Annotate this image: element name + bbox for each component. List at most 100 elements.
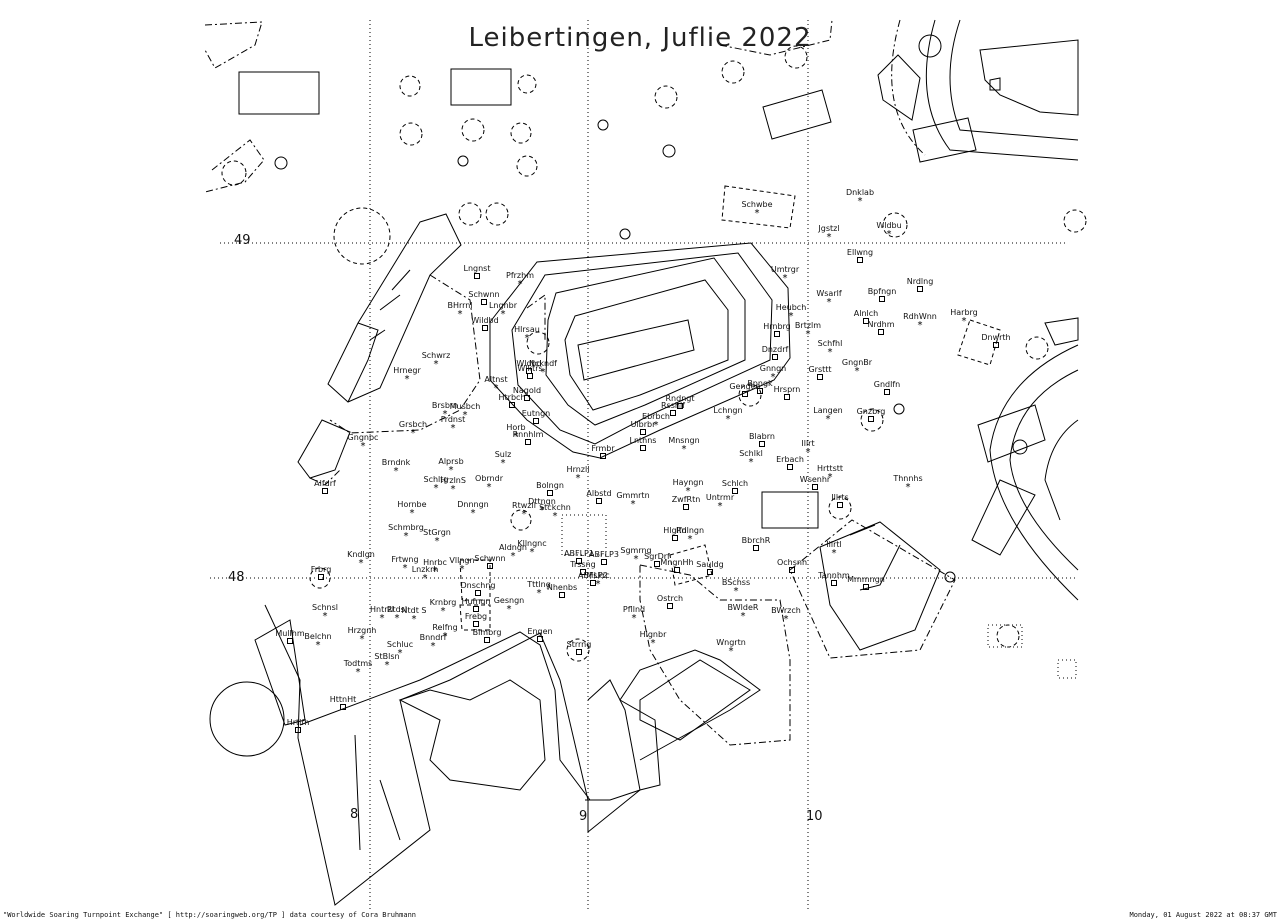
turnpoint-marker[interactable]: Lngnst <box>464 264 491 279</box>
turnpoint-marker[interactable]: *Stckchn <box>539 503 571 522</box>
turnpoint-marker[interactable]: *Heubch <box>776 303 807 322</box>
turnpoint-marker[interactable]: *Wsarlf <box>816 289 841 308</box>
turnpoint-marker[interactable]: Strrng <box>567 640 592 655</box>
turnpoint-marker[interactable]: *Kndlgn <box>347 550 375 569</box>
turnpoint-marker[interactable]: Wsenhr <box>800 475 831 490</box>
turnpoint-marker[interactable]: *Brtzlm <box>795 321 821 340</box>
turnpoint-marker[interactable]: *Schnsl <box>312 603 338 622</box>
turnpoint-marker[interactable]: *Hlrsau <box>514 325 540 344</box>
turnpoint-marker[interactable]: *Wldbu <box>876 221 901 240</box>
turnpoint-marker[interactable]: *Rtwzll <box>512 501 536 520</box>
turnpoint-marker[interactable]: *Relfng <box>432 623 457 642</box>
turnpoint-marker[interactable]: *Wngrtn <box>716 638 746 657</box>
turnpoint-marker[interactable]: Hufngn <box>461 597 491 612</box>
turnpoint-marker[interactable]: *Pfllnd <box>623 605 645 624</box>
turnpoint-marker[interactable]: *Hrnegr <box>393 366 421 385</box>
turnpoint-marker[interactable]: *Horb <box>506 423 525 442</box>
turnpoint-marker[interactable]: Htrbch <box>499 393 526 408</box>
turnpoint-marker[interactable]: Schwnn <box>474 554 506 569</box>
turnpoint-marker[interactable]: Bolngn <box>536 481 564 496</box>
turnpoint-marker[interactable]: Frmbr <box>591 444 615 459</box>
turnpoint-marker[interactable]: *Hrnzll <box>567 465 590 484</box>
turnpoint-marker[interactable]: Hrtlfh <box>287 718 310 733</box>
turnpoint-marker[interactable]: Ulbrbr <box>631 420 657 435</box>
turnpoint-marker[interactable]: Gnzbrg <box>857 407 886 422</box>
turnpoint-marker[interactable]: Rsshlf <box>661 401 685 416</box>
turnpoint-marker[interactable]: *Untrmr <box>706 493 735 512</box>
turnpoint-marker[interactable]: *StBlsn <box>374 652 399 671</box>
turnpoint-marker[interactable]: Dnzdrf <box>762 345 789 360</box>
turnpoint-marker[interactable]: Rndngt <box>666 394 695 409</box>
turnpoint-marker[interactable]: *Gngnbc <box>348 433 379 452</box>
turnpoint-marker[interactable]: SgrDrf <box>644 552 670 567</box>
turnpoint-marker[interactable]: *BHrrnl <box>447 301 472 320</box>
turnpoint-marker[interactable]: *Brndnk <box>382 458 411 477</box>
turnpoint-marker[interactable]: *Sgmrng <box>620 546 651 565</box>
turnpoint-marker[interactable]: Frbrg <box>311 565 332 580</box>
turnpoint-marker[interactable]: Nagold <box>513 386 541 401</box>
turnpoint-marker[interactable]: HttnHt <box>330 695 357 710</box>
turnpoint-marker[interactable]: *Jgstzl <box>817 224 839 243</box>
turnpoint-marker[interactable]: Rnnhlm <box>513 430 544 445</box>
turnpoint-marker[interactable]: Bpfngn <box>868 287 897 302</box>
turnpoint-marker[interactable]: Wildbd <box>471 316 499 331</box>
turnpoint-marker[interactable]: Ostrch <box>657 594 683 609</box>
turnpoint-marker[interactable]: Mullhm <box>275 629 305 644</box>
turnpoint-marker[interactable]: *Musbch <box>450 402 481 421</box>
turnpoint-marker[interactable]: Hlglfn <box>663 526 687 541</box>
turnpoint-marker[interactable]: *Lchngn <box>713 406 742 425</box>
turnpoint-marker[interactable]: *Hornbe <box>397 500 426 519</box>
turnpoint-marker[interactable]: *Belchn <box>304 632 331 651</box>
turnpoint-marker[interactable]: *Hnrbc <box>423 558 447 577</box>
turnpoint-marker[interactable]: Hrsprn <box>774 385 801 400</box>
turnpoint-marker[interactable]: *Schlkl <box>739 449 763 468</box>
turnpoint-marker[interactable]: *Tttlng <box>526 580 551 599</box>
turnpoint-marker[interactable]: *Illrtl <box>826 540 841 559</box>
turnpoint-marker[interactable]: *Rtdsl <box>387 605 407 624</box>
turnpoint-marker[interactable]: *BSchss <box>722 578 750 597</box>
turnpoint-marker[interactable]: Gengen <box>729 382 761 397</box>
turnpoint-marker[interactable]: *Aldngn <box>499 543 527 562</box>
turnpoint-marker[interactable]: *Thnnhs <box>892 474 922 493</box>
turnpoint-marker[interactable]: Sauldg <box>696 560 724 575</box>
turnpoint-marker[interactable]: Lnthns <box>630 436 657 451</box>
turnpoint-marker[interactable]: *Todtms <box>343 659 373 678</box>
turnpoint-marker[interactable]: *Rdlngn <box>676 526 704 545</box>
turnpoint-marker[interactable]: Nhenbs <box>547 583 577 598</box>
turnpoint-marker[interactable]: *Krnbrg <box>430 598 457 617</box>
turnpoint-marker[interactable]: Schwnn <box>468 290 500 305</box>
turnpoint-marker[interactable]: *Vllngn <box>449 556 474 575</box>
turnpoint-marker[interactable]: Dnschng <box>460 581 496 596</box>
turnpoint-marker[interactable]: *Gmmrtn <box>616 491 649 510</box>
turnpoint-marker[interactable]: Gndlfn <box>874 380 900 395</box>
turnpoint-marker[interactable]: *Hrzgnh <box>348 626 377 645</box>
turnpoint-marker[interactable]: *Lnzkrh <box>412 565 439 584</box>
turnpoint-marker[interactable]: *Hayngn <box>673 478 704 497</box>
turnpoint-marker[interactable]: *Dnklab <box>846 188 874 207</box>
turnpoint-marker[interactable]: *Schwbe <box>741 200 772 219</box>
turnpoint-marker[interactable]: BbrchR <box>742 536 771 551</box>
turnpoint-marker[interactable]: Dnwrth <box>981 333 1011 348</box>
turnpoint-marker[interactable]: Grsttt <box>808 365 832 380</box>
turnpoint-marker[interactable]: *RdhWnn <box>903 312 937 331</box>
turnpoint-marker[interactable]: *Altnst <box>484 375 507 394</box>
turnpoint-marker[interactable]: Illrts <box>831 493 849 508</box>
turnpoint-marker[interactable]: ZwfRtn <box>672 495 701 510</box>
turnpoint-marker[interactable]: Schlch <box>722 479 748 494</box>
turnpoint-marker[interactable]: *Langen <box>813 406 843 425</box>
turnpoint-marker[interactable]: Blabrn <box>749 432 775 447</box>
turnpoint-marker[interactable]: Nrdlng <box>907 277 934 292</box>
turnpoint-marker[interactable]: MngnHh <box>660 558 694 573</box>
turnpoint-marker[interactable]: ABFLP1 <box>564 549 594 564</box>
turnpoint-marker[interactable]: *Ntdt S <box>402 606 427 625</box>
turnpoint-marker[interactable]: *Kllngnc <box>517 539 546 558</box>
turnpoint-marker[interactable]: Bpngk <box>747 379 773 394</box>
turnpoint-marker[interactable]: *Hlgnbr <box>640 630 667 649</box>
turnpoint-marker[interactable]: *Gnngn <box>760 364 787 383</box>
turnpoint-marker[interactable]: *Ebrbch <box>642 412 670 431</box>
turnpoint-marker[interactable]: Erbach <box>776 455 804 470</box>
turnpoint-marker[interactable]: *GngnBr <box>842 358 873 377</box>
turnpoint-marker[interactable]: Ochsnh <box>777 558 807 573</box>
turnpoint-marker[interactable]: Alnlch <box>854 309 878 324</box>
turnpoint-marker[interactable]: Wlktrs <box>517 364 543 379</box>
